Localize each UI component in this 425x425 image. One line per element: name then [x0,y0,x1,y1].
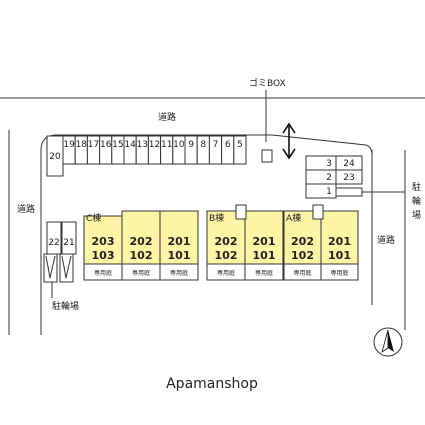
parking-slot-label: 9 [188,140,194,150]
buildings: 203103専用庭202102専用庭201101専用庭C棟202102専用庭20… [83,204,359,281]
parking-slot-label: 3 [326,159,332,169]
private-garden [244,263,284,281]
parking-slot-label: 22 [48,238,59,248]
unit-lower-number: 102 [130,249,153,262]
unit-upper-number: 202 [215,235,238,248]
bike-box-left-2 [59,253,74,283]
gomi-box-label: ゴミBOX [249,77,286,89]
parking-slot [335,169,363,185]
parking-slot-label: 24 [343,159,355,169]
building-name: A棟 [286,212,301,224]
parking-slot-label: 2 [326,173,332,183]
gomi-box [261,149,273,163]
private-garden [159,263,199,281]
unit-lower-number: 102 [215,249,238,262]
parking-slot-label: 11 [161,140,172,150]
parking-slot-label: 7 [213,140,219,150]
watermark: Apamanshop [166,376,258,392]
private-garden-label: 専用庭 [170,269,188,277]
unit-lower-number: 101 [253,249,276,262]
unit-lower-number: 103 [92,249,115,262]
parking-slot-label: 19 [63,140,75,150]
parking-slot-label: 23 [343,173,354,183]
private-garden [320,263,359,281]
unit-upper-number: 203 [92,235,115,248]
parking-left: 22 21 [46,221,77,255]
parking-slot-label: 12 [149,140,160,150]
unit-block [121,210,161,265]
bike-mark-1 [45,255,56,279]
parking-right: 3 2 1 24 23 [305,155,363,199]
road-label-right: 道路 [377,234,395,246]
private-garden-label: 専用庭 [94,269,112,277]
unit-upper-number: 201 [168,235,191,248]
building-name: C棟 [86,212,101,224]
stair-box [235,204,247,220]
parking-slot-label: 16 [100,140,112,150]
bike-label-right-3: 場 [412,209,421,221]
bike-mark-2 [61,255,72,279]
unit-lower-number: 102 [291,249,314,262]
unit-upper-number: 202 [291,235,314,248]
bike-box-right [335,187,363,197]
parking-slot-label: 15 [112,140,123,150]
bike-box-left-1 [43,253,58,283]
bike-label-right-1: 駐 [412,181,421,193]
unit-block [244,210,284,265]
parking-slot-label: 8 [200,140,206,150]
road-label-left: 道路 [17,203,35,215]
parking-slot-label: 10 [173,140,185,150]
private-garden-label: 専用庭 [255,269,273,277]
parking-slot-label: 17 [88,140,99,150]
unit-block [320,210,359,265]
parking-slot-label: 21 [63,238,74,248]
parking-slot [233,135,247,165]
private-garden-label: 専用庭 [217,269,235,277]
unit-upper-number: 202 [130,235,153,248]
unit-block [283,210,322,265]
unit-upper-number: 201 [253,235,276,248]
parking-slot-label: 20 [49,152,61,162]
building-name: B棟 [209,212,224,224]
parking-slot-label: 1 [326,187,332,197]
road-label-top: 道路 [158,111,176,123]
parking-slot-label: 13 [137,140,148,150]
north-arrow-icon [373,327,403,357]
unit-lower-number: 101 [328,249,351,262]
private-garden-label: 専用庭 [330,269,348,277]
unit-upper-number: 201 [328,235,351,248]
parking-slot-label: 14 [124,140,136,150]
bike-label-left: 駐輪場 [52,300,79,312]
private-garden-label: 専用庭 [293,269,311,277]
unit-lower-number: 101 [168,249,191,262]
parking-slot-label: 6 [225,140,231,150]
entrance-arrow-icon [282,122,296,160]
unit-block [159,210,199,265]
private-garden-label: 専用庭 [132,269,150,277]
bike-label-right-2: 輪 [412,195,421,207]
stair-box [312,204,324,220]
parking-slot-label: 5 [237,140,243,150]
property-outline [40,134,373,305]
parking-slot-label: 18 [76,140,88,150]
